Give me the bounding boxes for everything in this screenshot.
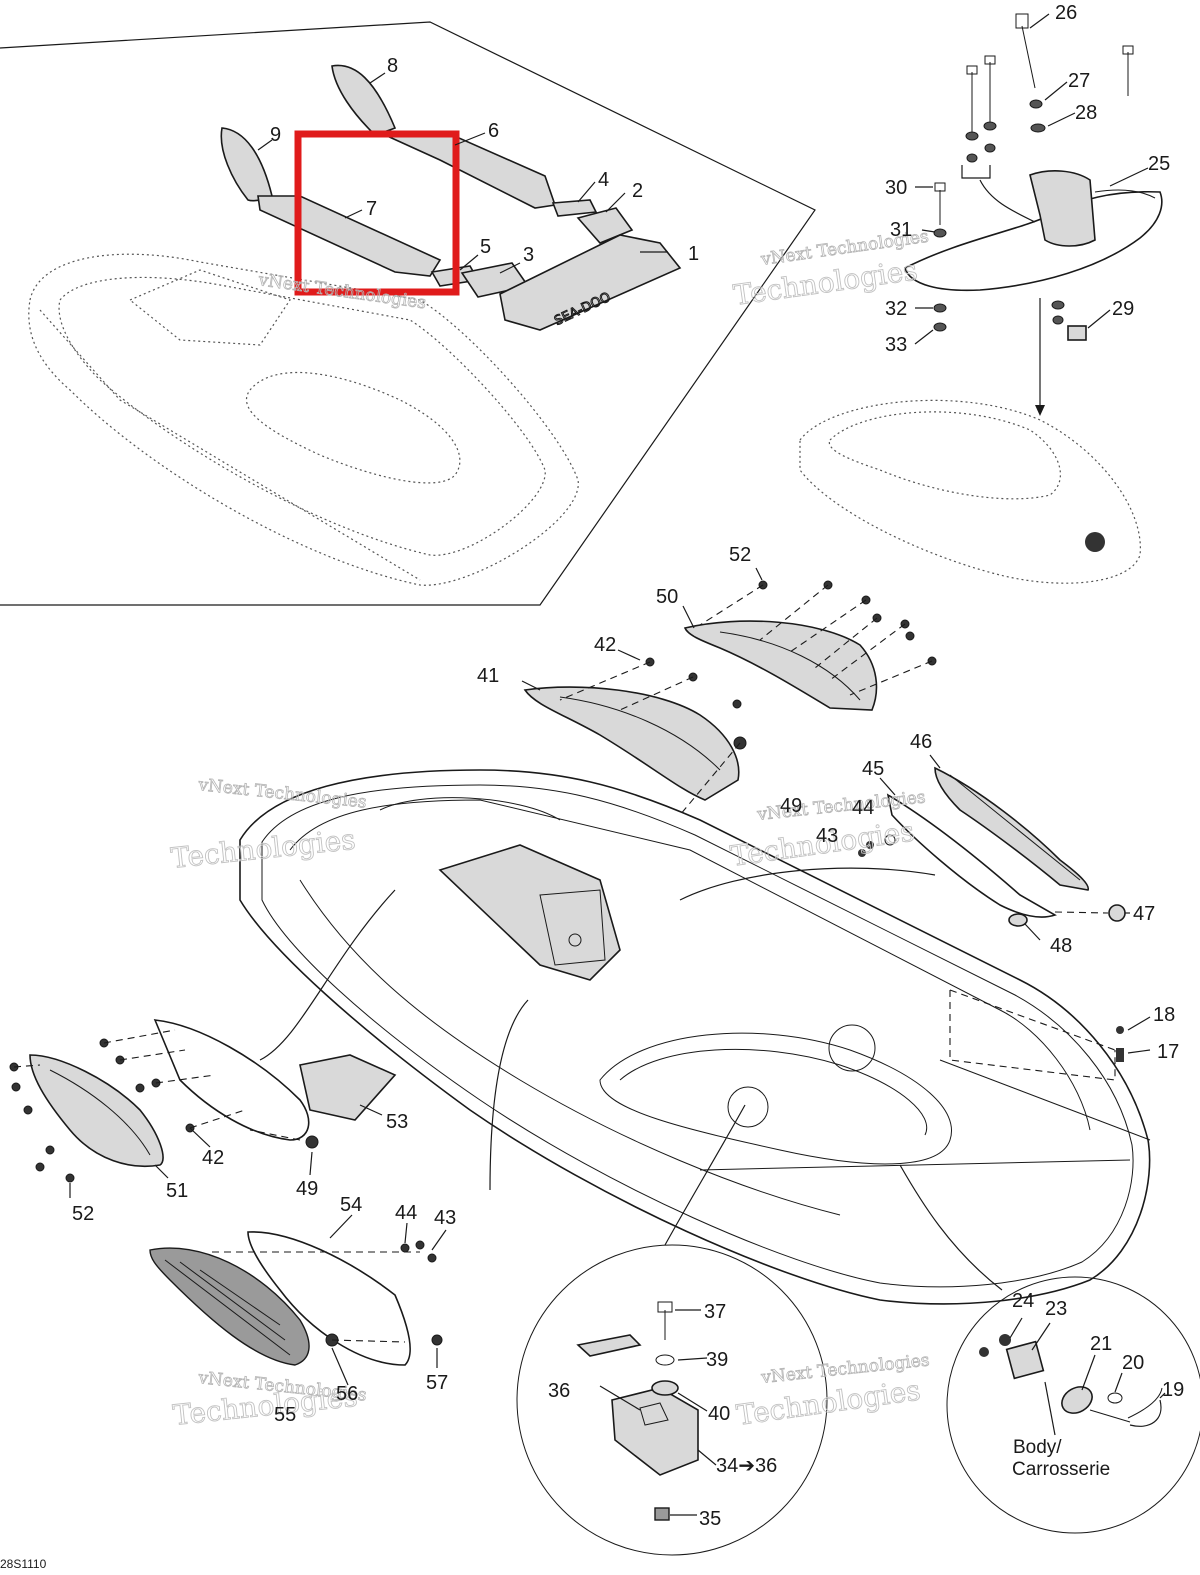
callout-40: 40 — [708, 1403, 730, 1425]
callout-28: 28 — [1075, 102, 1097, 124]
callout-26: 26 — [1055, 2, 1077, 24]
callout-52: 52 — [72, 1203, 94, 1225]
callout-31: 31 — [890, 219, 912, 241]
part-2-mat — [576, 207, 634, 244]
callout-19: 19 — [1162, 1379, 1184, 1401]
part-4-mat — [551, 199, 598, 217]
detail-circle-eyelet — [828, 1024, 1200, 1534]
callout-6: 6 — [488, 120, 499, 142]
callouts: 1 2 3 4 5 6 7 8 9 17 18 19 20 21 23 24 2… — [72, 2, 1184, 1530]
ghost-seat — [799, 399, 1141, 584]
callout-48: 48 — [1050, 935, 1072, 957]
callout-24: 24 — [1012, 1290, 1034, 1312]
callout-53: 53 — [386, 1111, 408, 1133]
callout-45: 45 — [862, 758, 884, 780]
callout-49: 49 — [296, 1178, 318, 1200]
callout-47: 47 — [1133, 903, 1155, 925]
callout-37: 37 — [704, 1301, 726, 1323]
rear-side-panels — [523, 620, 878, 801]
callout-21: 21 — [1090, 1333, 1112, 1355]
callout-56: 56 — [336, 1383, 358, 1405]
callout-44: 44 — [852, 797, 874, 819]
callout-57: 57 — [426, 1372, 448, 1394]
detail-circle-latch — [516, 1086, 828, 1556]
hull-leaders — [259, 867, 1003, 1291]
callout-8: 8 — [387, 55, 398, 77]
right-dashes — [949, 911, 1116, 1081]
callout-5: 5 — [480, 236, 491, 258]
callout-46: 46 — [910, 731, 932, 753]
callout-1: 1 — [688, 243, 699, 265]
right-small-fasteners — [1116, 1026, 1124, 1062]
callout-49: 49 — [780, 795, 802, 817]
callout-54: 54 — [340, 1194, 362, 1216]
body-label-line2: Carrosserie — [1012, 1459, 1110, 1480]
callout-23: 23 — [1045, 1298, 1067, 1320]
callout-18: 18 — [1153, 1004, 1175, 1026]
drawing-reference: 28S1110 — [0, 1557, 47, 1571]
ghost-hull — [28, 253, 579, 586]
callout-30: 30 — [885, 177, 907, 199]
right-side-panels — [858, 766, 1126, 927]
callout-33: 33 — [885, 334, 907, 356]
callout-32: 32 — [885, 298, 907, 320]
callout-39: 39 — [706, 1349, 728, 1371]
main-hull — [239, 769, 1151, 1305]
part-6-mat — [384, 133, 557, 209]
callout-27: 27 — [1068, 70, 1090, 92]
callout-55: 55 — [274, 1404, 296, 1426]
left-fasteners — [9, 1038, 443, 1347]
part-7-highlight — [294, 130, 460, 296]
callout-4: 4 — [598, 169, 609, 191]
callout-2: 2 — [632, 180, 643, 202]
svg-text:vNext Technologies: vNext Technologies — [256, 270, 427, 313]
mat-panel-frame — [0, 21, 816, 606]
grab-handle-assembly — [904, 13, 1163, 416]
part-9-mat — [220, 127, 273, 202]
callout-20: 20 — [1122, 1352, 1144, 1374]
part-7-mat — [257, 195, 442, 277]
left-dashes — [13, 1029, 420, 1343]
mid-dashes — [559, 584, 933, 816]
callout-25: 25 — [1148, 153, 1170, 175]
body-label-line1: Body/ — [1013, 1437, 1062, 1458]
callout-leaders — [69, 13, 1166, 1516]
callout-41: 41 — [477, 665, 499, 687]
part-8-mat — [331, 64, 397, 134]
callout-52: 52 — [729, 544, 751, 566]
callout-43: 43 — [816, 825, 838, 847]
part-1-mat — [499, 234, 682, 331]
callout-35: 35 — [699, 1508, 721, 1530]
callout-42: 42 — [202, 1147, 224, 1169]
callout-44: 44 — [395, 1202, 417, 1224]
callout-36: 36 — [548, 1380, 570, 1402]
callout-17: 17 — [1157, 1041, 1179, 1063]
callout-7: 7 — [366, 198, 377, 220]
callout-29: 29 — [1112, 298, 1134, 320]
callout-3: 3 — [523, 244, 534, 266]
callout-9: 9 — [270, 124, 281, 146]
callout-34-36: 34➔36 — [716, 1455, 777, 1477]
callout-42: 42 — [594, 634, 616, 656]
left-side-panels — [29, 1019, 411, 1366]
callout-43: 43 — [434, 1207, 456, 1229]
callout-51: 51 — [166, 1180, 188, 1202]
callout-50: 50 — [656, 586, 678, 608]
